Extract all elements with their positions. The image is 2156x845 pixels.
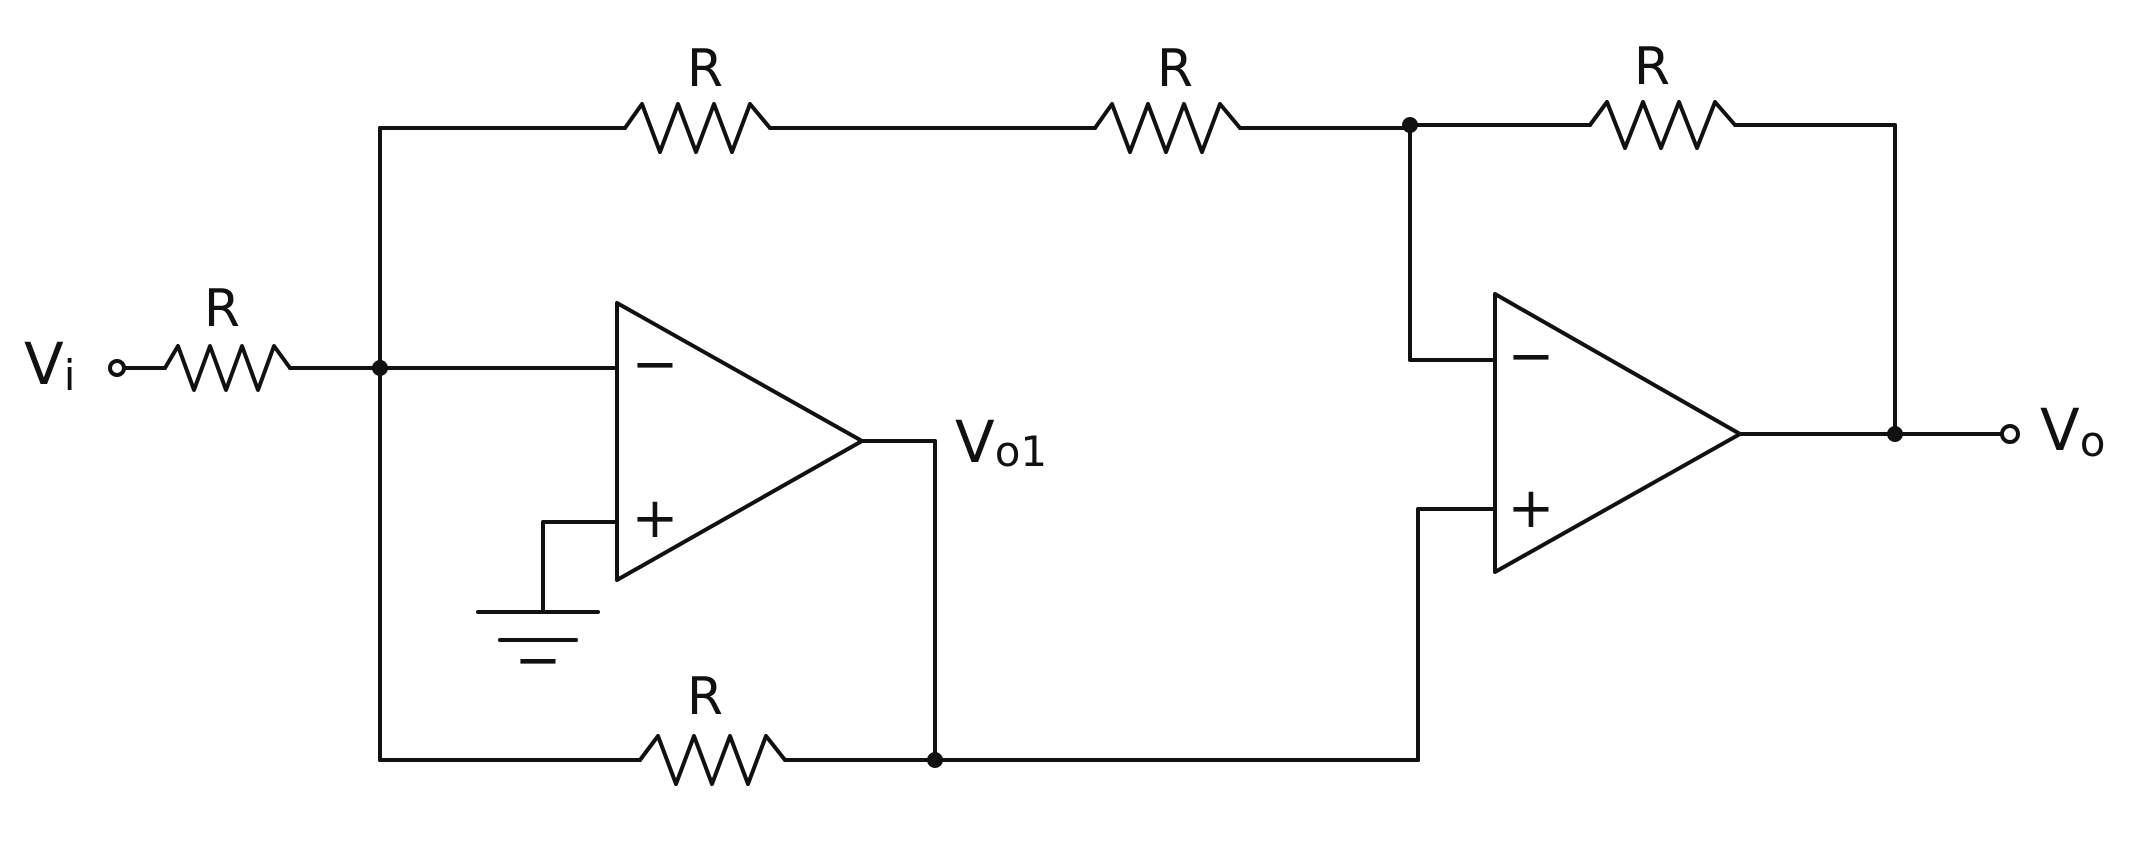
resistor-top-3-label: R: [1634, 37, 1670, 97]
op2-minus-sign: −: [1508, 324, 1555, 389]
vo-label: Vo: [2040, 396, 2105, 465]
vo1-label: Vo1: [955, 408, 1047, 476]
resistor-top-2: [1093, 102, 1242, 154]
op2-minus-wire: [1408, 123, 1497, 362]
op1-minus-sign: −: [632, 332, 679, 397]
top-feedback-wire-right: [1733, 123, 1897, 436]
op-amp-2: [1493, 292, 1742, 574]
resistor-top-2-label: R: [1157, 39, 1193, 99]
vo1-node: [927, 752, 943, 768]
resistor-bottom-label: R: [687, 667, 723, 727]
resistor-bottom: [638, 734, 787, 786]
op-amp-1: [615, 301, 864, 582]
resistor-top-1-label: R: [687, 39, 723, 99]
output-node: [1887, 426, 1903, 442]
op2-plus-wire: [1416, 507, 1497, 762]
input-terminal: [108, 359, 126, 377]
output-terminal: [2000, 424, 2020, 444]
op1-plus-sign: +: [632, 486, 679, 551]
resistor-input: [163, 344, 292, 392]
op1-plus-wire: [541, 520, 619, 614]
resistor-top-1: [623, 102, 772, 154]
ground-icon: −: [515, 628, 562, 693]
op1-output-wire: [860, 439, 937, 762]
resistor-input-label: R: [204, 279, 240, 339]
vi-label: Vi: [24, 330, 75, 399]
op2-plus-sign: +: [1508, 476, 1555, 541]
resistor-top-3: [1588, 100, 1737, 150]
